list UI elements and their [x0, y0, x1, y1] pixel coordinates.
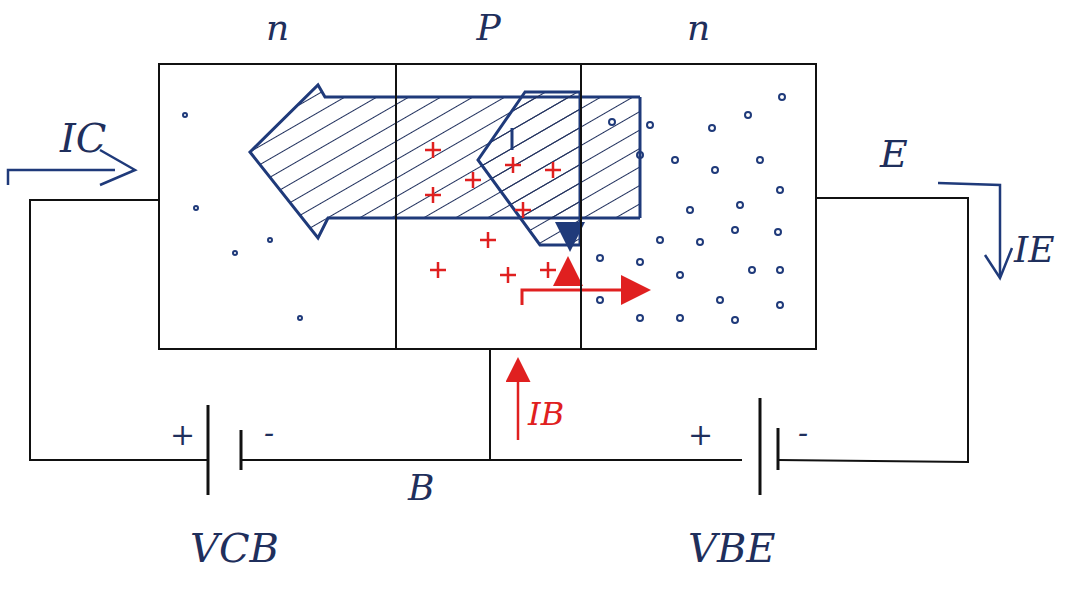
recombination-arrow [569, 222, 572, 246]
hole-symbols [425, 142, 561, 283]
hole-arrow [567, 262, 570, 285]
current-arrow [517, 362, 520, 440]
circuit-label: - [264, 418, 274, 448]
circuit-label: IC [60, 118, 106, 158]
current-arrow [8, 170, 115, 185]
circuit-label: B [408, 470, 434, 506]
battery-symbol [208, 405, 241, 495]
region-label: P [397, 7, 580, 48]
current-arrow [938, 183, 1000, 275]
circuit-wires [30, 198, 968, 462]
circuit-label: IB [528, 398, 564, 430]
region-label: n [160, 7, 395, 48]
circuit-label: VBE [688, 528, 775, 568]
injection-chevron [478, 92, 580, 245]
circuit-label: + [688, 420, 713, 450]
semiconductor-region: P [395, 63, 582, 350]
circuit-label: + [170, 420, 195, 450]
circuit-label: VCB [190, 528, 279, 568]
semiconductor-region: n [158, 63, 397, 350]
region-label: n [582, 7, 815, 48]
electron-dots [183, 94, 785, 323]
battery-symbol [760, 398, 778, 495]
circuit-label: - [798, 418, 808, 448]
semiconductor-region: n [580, 63, 817, 350]
hole-flow-arrow [522, 290, 645, 305]
circuit-label: IE [1014, 232, 1055, 268]
circuit-label: E [880, 135, 908, 173]
